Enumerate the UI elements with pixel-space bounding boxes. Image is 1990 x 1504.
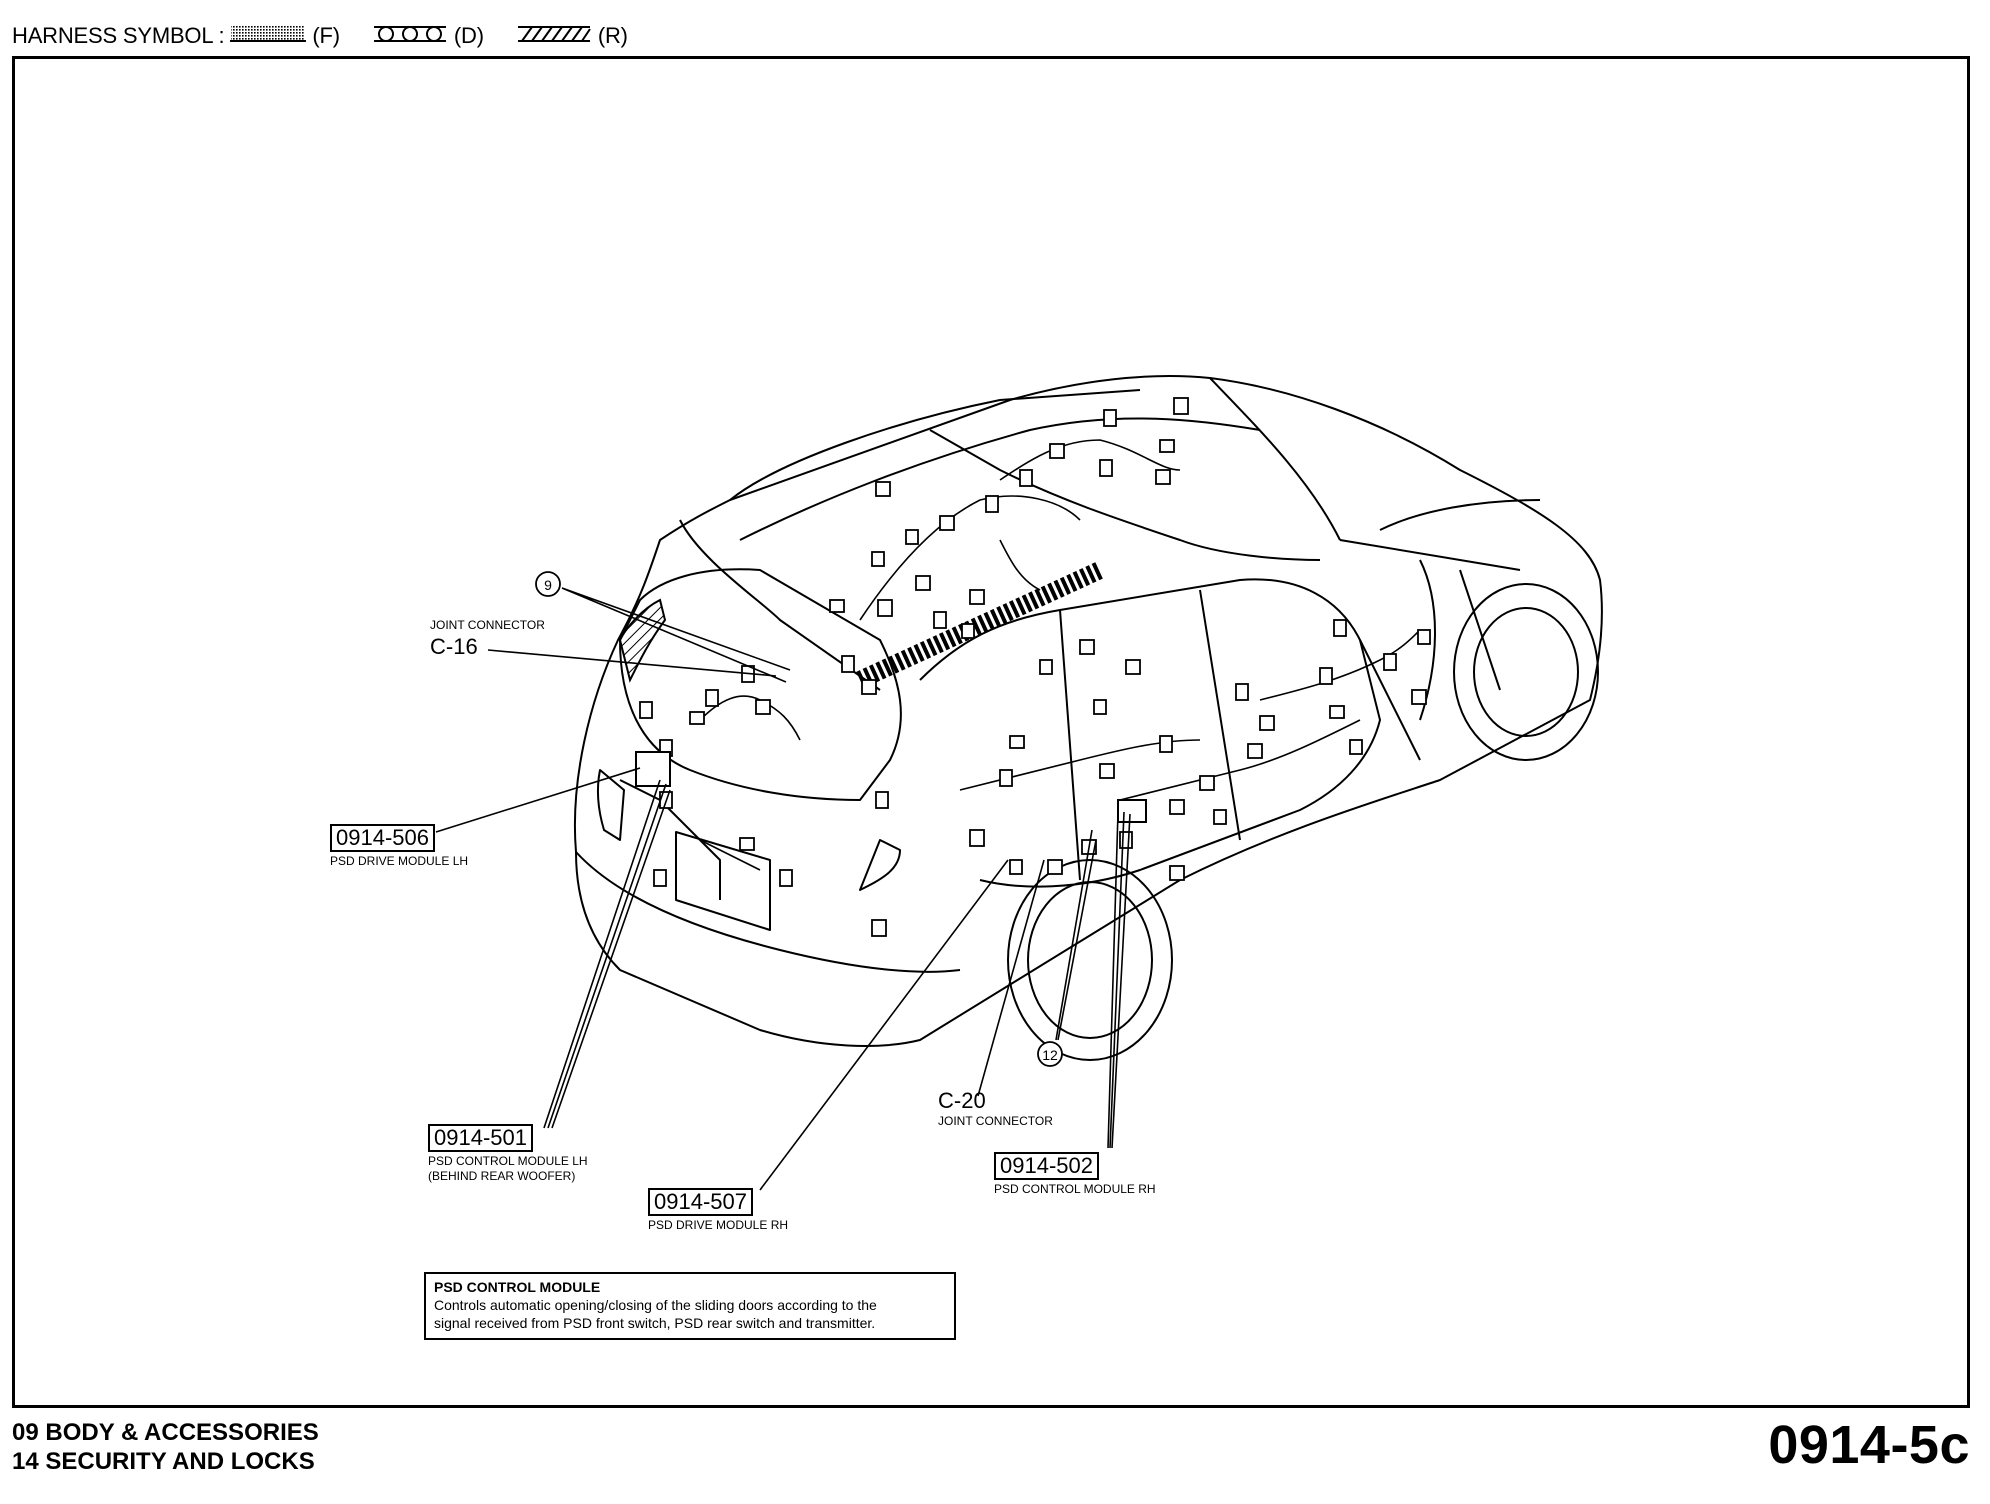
harness-symbol-label: HARNESS SYMBOL :: [12, 23, 225, 48]
note-line-2: signal received from PSD front switch, P…: [434, 1315, 876, 1331]
callout-0914-507-code[interactable]: 0914-507: [648, 1188, 753, 1216]
psd-control-module-note: PSD CONTROL MODULE Controls automatic op…: [424, 1272, 956, 1340]
joint-connector-c20-code: C-20: [938, 1088, 986, 1113]
ground-12-label: 12: [1042, 1047, 1058, 1063]
callout-0914-507-desc: PSD DRIVE MODULE RH: [648, 1218, 789, 1232]
callout-0914-501-desc2: (BEHIND REAR WOOFER): [428, 1169, 576, 1183]
harness-dotted-symbol-icon: [230, 23, 307, 49]
callout-0914-502-code[interactable]: 0914-502: [994, 1152, 1099, 1180]
joint-connector-c20-name: JOINT CONNECTOR: [938, 1114, 1053, 1128]
callout-0914-507[interactable]: 0914-507 PSD DRIVE MODULE RH: [648, 1188, 788, 1233]
ground-9-label: 9: [544, 577, 552, 593]
harness-code-d: (D): [453, 23, 484, 48]
callout-0914-502[interactable]: 0914-502 PSD CONTROL MODULE RH: [994, 1152, 1156, 1197]
callout-0914-506-desc: PSD DRIVE MODULE LH: [330, 854, 469, 868]
front-wheel: [1453, 583, 1599, 761]
vehicle-body-outline: [573, 375, 1603, 1047]
psd-control-module-rh-block: [1117, 799, 1147, 823]
joint-connector-c16-code: C-16: [430, 634, 478, 659]
psd-drive-module-lh-block: [635, 751, 671, 787]
diagram-frame: [12, 56, 1970, 1408]
footer-section-line-1: 09 BODY & ACCESSORIES: [12, 1419, 319, 1446]
page-number: 0914-5c: [1768, 1415, 1970, 1475]
callout-0914-501-code[interactable]: 0914-501: [428, 1124, 533, 1152]
vehicle-roof: [679, 389, 1261, 691]
joint-connector-c16-name: JOINT CONNECTOR: [430, 618, 545, 632]
callout-0914-506-code[interactable]: 0914-506: [330, 824, 435, 852]
harness-code-r: (R): [597, 23, 628, 48]
roof-harness: [856, 561, 1104, 689]
ground-9-icon: [535, 571, 561, 597]
footer-section-line-2: 14 SECURITY AND LOCKS: [12, 1448, 315, 1475]
ground-12-icon: [1037, 1041, 1063, 1067]
harness-symbol-legend: HARNESS SYMBOL : (F) (D) (R): [12, 20, 654, 52]
hatched-rear-pillar: [618, 598, 667, 683]
rear-wheel: [1007, 859, 1173, 1061]
harness-code-f: (F): [312, 23, 340, 48]
callout-0914-501-desc: PSD CONTROL MODULE LH: [428, 1154, 588, 1168]
harness-hatched-symbol-icon: [516, 23, 592, 49]
note-line-1: Controls automatic opening/closing of th…: [434, 1297, 877, 1313]
callout-0914-501[interactable]: 0914-501 PSD CONTROL MODULE LH (BEHIND R…: [428, 1124, 588, 1184]
harness-circles-symbol-icon: [372, 23, 448, 49]
section-footer: 09 BODY & ACCESSORIES 14 SECURITY AND LO…: [12, 1418, 319, 1476]
rear-window: [619, 568, 902, 801]
note-title: PSD CONTROL MODULE: [434, 1279, 601, 1295]
callout-0914-502-desc: PSD CONTROL MODULE RH: [994, 1182, 1156, 1196]
callout-0914-506[interactable]: 0914-506 PSD DRIVE MODULE LH: [330, 824, 468, 869]
